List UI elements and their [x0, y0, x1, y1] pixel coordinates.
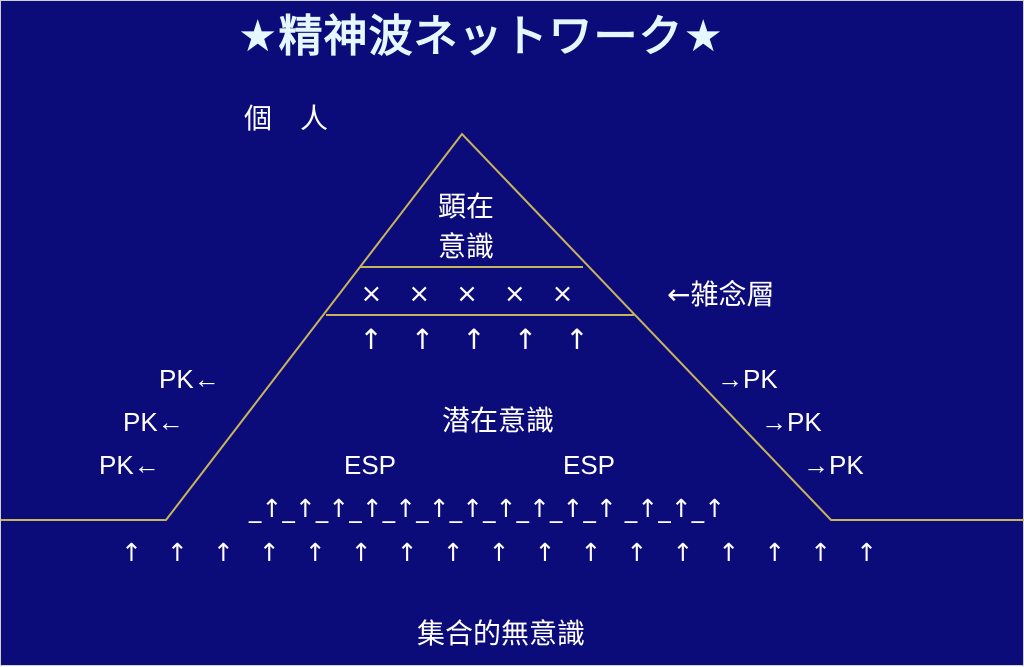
noise-layer-label: ←雑念層 — [667, 278, 775, 311]
apex-label-line1: 顕在 — [437, 190, 495, 223]
collective-unconscious-label: 集合的無意識 — [416, 617, 586, 650]
pk-left-2: PK← — [123, 407, 184, 437]
subconscious-label: 潜在意識 — [441, 404, 555, 437]
slide-title: ★精神波ネットワーク★ — [238, 11, 724, 62]
apex-label-line2: 意識 — [437, 230, 495, 263]
baseline-arrows: _↑_↑_↑_↑_↑_↑_↑_↑_↑_↑_↑ _↑_↑_↑ — [248, 494, 726, 523]
lower-up-arrows: ↑ ↑ ↑ ↑ ↑ ↑ ↑ ↑ ↑ ↑ ↑ ↑ ↑ ↑ ↑ ↑ ↑ — [120, 538, 878, 567]
esp-right-label: ESP — [563, 450, 616, 480]
pyramid-outline — [1, 132, 1024, 521]
pk-left-1: PK← — [159, 364, 220, 394]
pk-left-3: PK← — [99, 450, 160, 480]
esp-left-label: ESP — [344, 450, 397, 480]
pk-right-2: →PK — [761, 407, 822, 437]
pk-right-3: →PK — [803, 450, 864, 480]
individual-label: 個 人 — [244, 102, 329, 135]
noise-marks: × × × × × — [360, 279, 574, 309]
upper-up-arrows: ↑ ↑ ↑ ↑ ↑ — [359, 323, 589, 356]
pk-right-1: →PK — [717, 364, 778, 394]
